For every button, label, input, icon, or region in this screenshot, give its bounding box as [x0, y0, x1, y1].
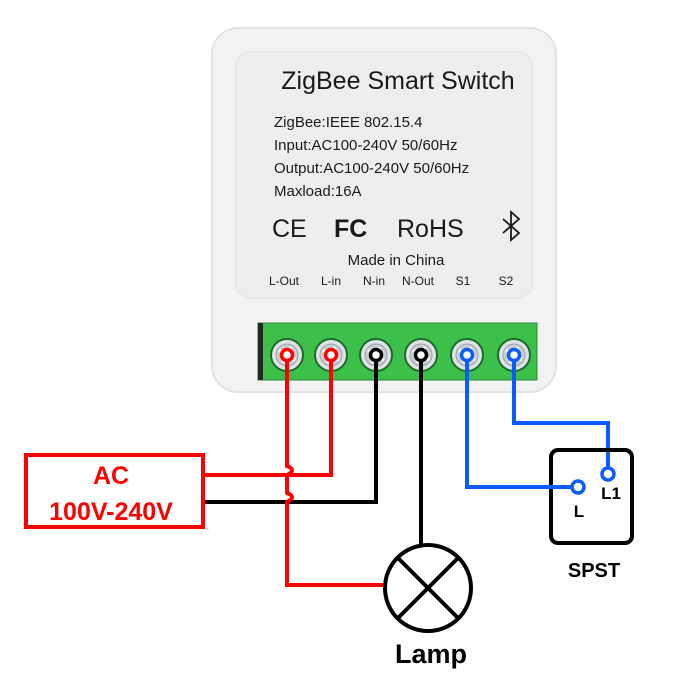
switch-terminal-l: [570, 479, 586, 495]
terminal-dot-n-in: [368, 347, 384, 363]
zigbee-switch-device: ZigBee Smart Switch ZigBee:IEEE 802.15.4…: [211, 27, 557, 393]
bluetooth-icon: [502, 210, 521, 242]
spec-maxload: Maxload:16A: [274, 183, 362, 200]
origin-text: Made in China: [348, 252, 445, 269]
terminal-label-n-out: N-Out: [402, 274, 435, 288]
spec-input: Input:AC100-240V 50/60Hz: [274, 137, 457, 154]
ce-mark-icon: CE: [272, 215, 307, 243]
spst-switch: L L1 SPST: [548, 448, 634, 582]
terminal-label-l-out: L-Out: [269, 274, 300, 288]
wires: [203, 355, 610, 587]
wire-live-in: [203, 355, 333, 477]
svg-text:FC: FC: [334, 215, 367, 243]
switch-type-label: SPST: [568, 560, 620, 582]
fcc-mark-icon: FC: [334, 215, 367, 243]
wire-s1: [465, 355, 575, 489]
switch-label-l1: L1: [601, 484, 621, 503]
terminal-connection-points: [279, 347, 522, 363]
spec-output: Output:AC100-240V 50/60Hz: [274, 160, 469, 177]
terminal-dot-l-in: [323, 347, 339, 363]
terminal-dot-n-out: [413, 347, 429, 363]
device-label-panel: [235, 51, 533, 299]
terminal-dot-s2: [506, 347, 522, 363]
lamp-cross-line-2: [396, 556, 460, 620]
terminal-block-edge: [258, 323, 263, 380]
terminal-label-l-in: L-in: [321, 274, 341, 288]
ac-power-source: AC 100V-240V: [24, 453, 205, 529]
terminal-label-s2: S2: [499, 274, 514, 288]
terminal-dot-s1: [459, 347, 475, 363]
lamp: Lamp: [383, 543, 473, 669]
ac-source-label: AC: [93, 462, 129, 490]
device-title: ZigBee Smart Switch: [281, 67, 514, 95]
ac-voltage-label: 100V-240V: [49, 498, 173, 526]
wire-neutral-in: [203, 355, 378, 504]
lamp-label: Lamp: [395, 639, 467, 669]
terminal-dot-l-out: [279, 347, 295, 363]
ac-source-box: [24, 453, 205, 529]
wire-s2: [512, 355, 610, 470]
switch-label-l: L: [574, 502, 584, 521]
terminal-label-s1: S1: [456, 274, 471, 288]
terminal-label-n-in: N-in: [363, 274, 385, 288]
rohs-mark: RoHS: [397, 215, 464, 243]
wire-live-out: [285, 355, 385, 587]
spec-protocol: ZigBee:IEEE 802.15.4: [274, 114, 422, 131]
switch-box: [549, 448, 634, 545]
switch-terminal-l1: [600, 466, 616, 482]
